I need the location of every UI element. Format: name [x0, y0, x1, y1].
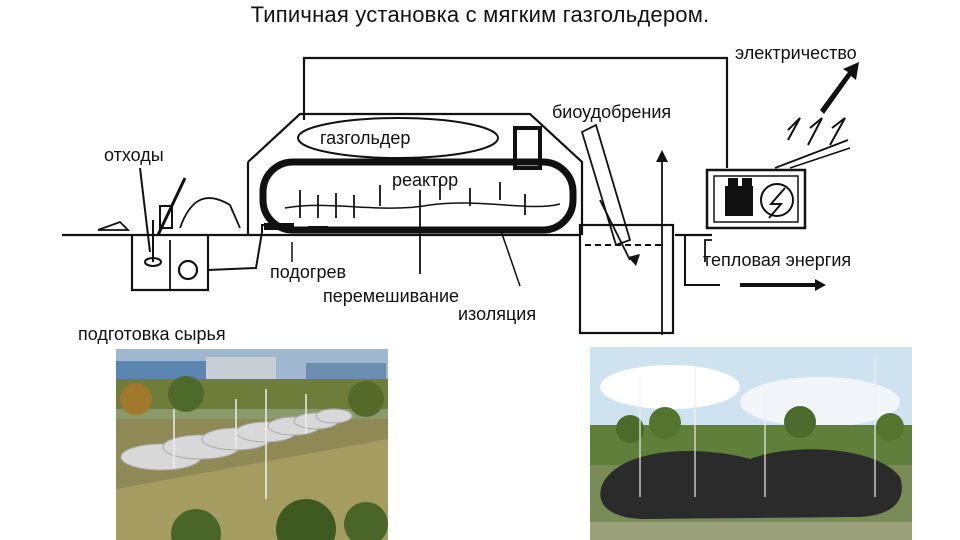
gasholder-field-photo [116, 349, 388, 540]
generator-icon [760, 183, 794, 217]
gasholder-ellipse [297, 117, 499, 159]
feed-pump [177, 259, 199, 281]
label-insulation: изоляция [458, 304, 537, 324]
black-gasholder [600, 449, 902, 519]
label-thermal-energy: тепловая энергия [703, 250, 852, 270]
label-feedstock-preparation: подготовка сырья [78, 324, 226, 344]
label-biofertilizer: биоудобрения [552, 102, 672, 122]
gas-dome [513, 126, 542, 170]
page-title: Типичная установка с мягким газгольдером… [250, 2, 710, 27]
generator-box [705, 168, 807, 230]
thermal-arrow [740, 279, 826, 291]
label-gasholder: газгольдер [320, 128, 411, 148]
reactor-vessel [259, 158, 577, 234]
label-reactor: реактор [392, 170, 459, 190]
label-mixing: перемешивание [323, 286, 460, 306]
label-electricity: электричество [735, 43, 857, 63]
black-gasholder-photo [590, 347, 912, 540]
label-waste: отходы [104, 145, 164, 165]
engine-icon [725, 186, 753, 216]
waste-arrow [139, 167, 151, 253]
agitator-blades [299, 180, 526, 274]
gas-pipe [302, 56, 729, 168]
reactor-house [246, 112, 584, 235]
label-heating: подогрев [270, 262, 347, 282]
